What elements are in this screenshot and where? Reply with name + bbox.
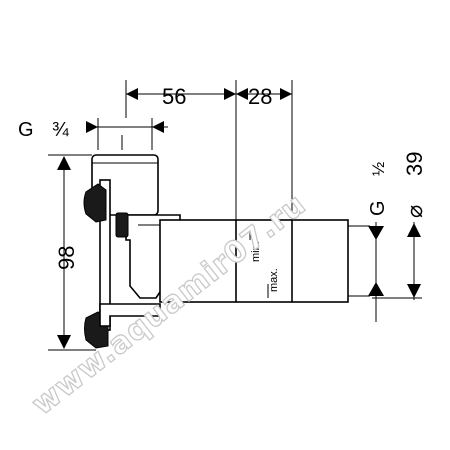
- thread-top-size: ¾: [52, 119, 69, 141]
- right-dimension-lines: [368, 222, 422, 322]
- thread-top-g: G: [18, 119, 34, 141]
- thread-right-g: G: [367, 200, 389, 216]
- housing-clip: [115, 212, 129, 238]
- installation-depth-markers: min. max.: [249, 228, 280, 298]
- spindle-cylinder: [159, 219, 349, 303]
- height-dimension: [48, 154, 96, 351]
- upper-clamp: [83, 183, 107, 223]
- min-label: min.: [250, 241, 262, 262]
- top-dimension-lines: [125, 80, 293, 220]
- dimension-28: 28: [248, 84, 272, 109]
- thread-top-dimension: [86, 118, 168, 150]
- diameter-symbol: ⌀: [402, 205, 427, 218]
- diameter-39: 39: [402, 152, 427, 176]
- bottom-plate: [99, 303, 161, 327]
- dimension-98: 98: [54, 246, 79, 270]
- thread-right-size: ½: [369, 162, 388, 176]
- dimension-56: 56: [162, 84, 186, 109]
- valve-body: [83, 135, 370, 349]
- max-label: max.: [268, 268, 280, 292]
